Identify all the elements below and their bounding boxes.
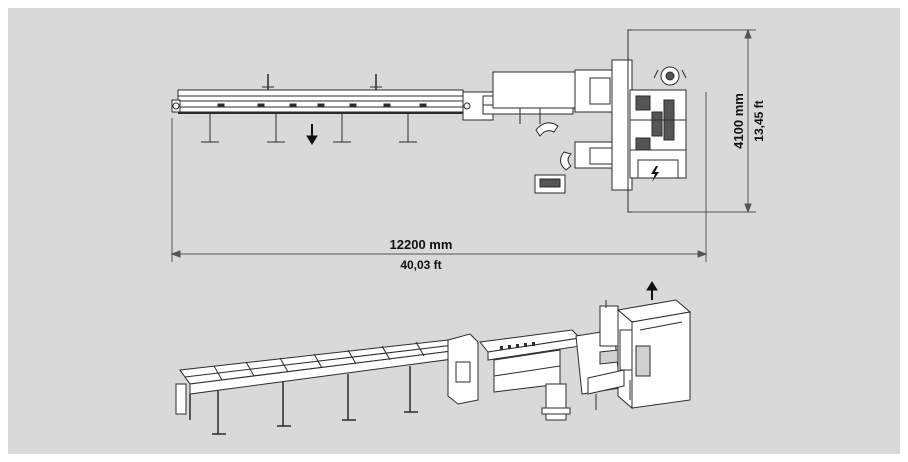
conveyor-rollers — [217, 103, 427, 107]
conveyor-top-view — [171, 74, 464, 143]
saw-unit-top — [574, 29, 749, 213]
vise-clamps — [535, 122, 572, 171]
down-arrow-icon — [306, 124, 318, 145]
length-ft-label: 40,03 ft — [400, 258, 441, 272]
top-view — [171, 29, 749, 213]
width-ft-label: 13,45 ft — [752, 100, 766, 141]
infeed-block-perspective — [447, 329, 582, 421]
infeed-section-top — [462, 71, 580, 124]
up-arrow-icon — [646, 281, 658, 300]
control-panel-icon — [534, 174, 566, 194]
saw-machine-perspective — [575, 299, 692, 410]
lightning-icon — [651, 166, 659, 182]
dimension-lines — [170, 28, 756, 262]
conveyor-perspective — [175, 339, 462, 435]
perspective-view — [175, 281, 692, 435]
width-mm-label: 4100 mm — [731, 93, 746, 149]
conveyor-legs-perspective — [189, 366, 418, 435]
length-mm-label: 12200 mm — [390, 237, 453, 252]
conveyor-legs — [201, 113, 417, 143]
